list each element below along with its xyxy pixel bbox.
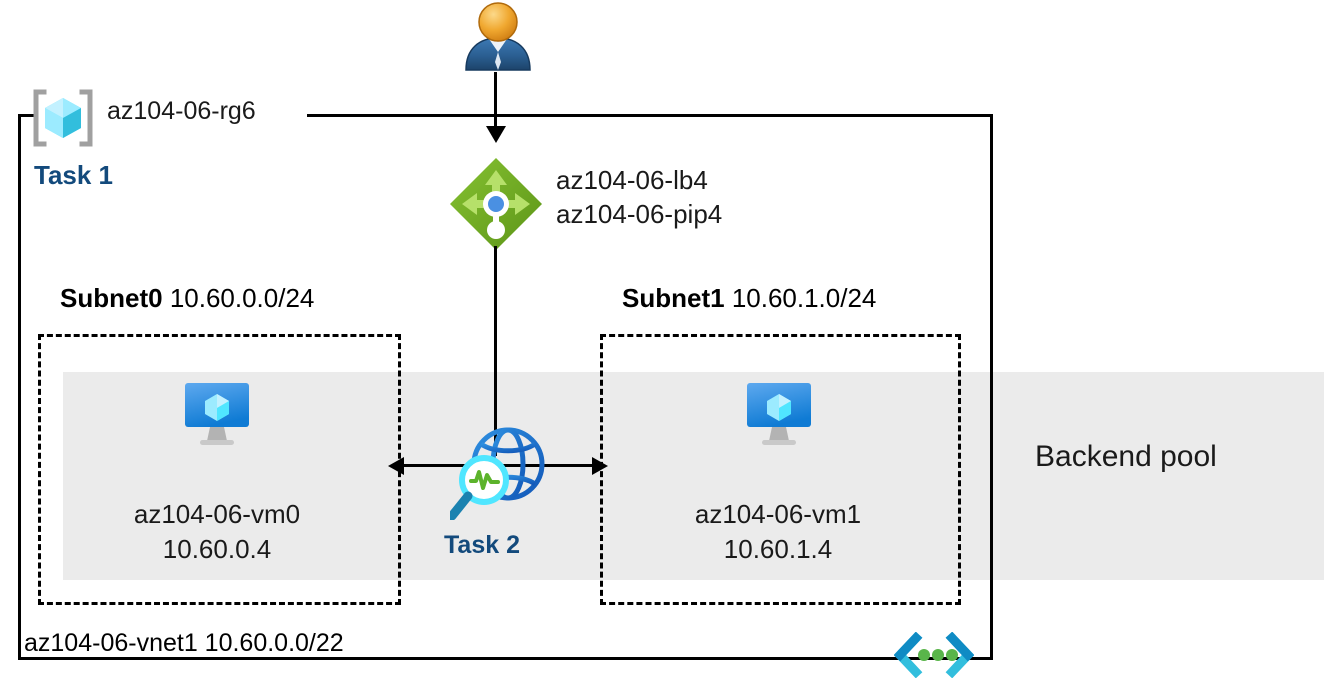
arrow-user-to-loadbalancer-line	[494, 72, 497, 128]
line-loadbalancer-to-networkwatcher	[494, 246, 497, 456]
virtual-network-label: az104-06-vnet1 10.60.0.0/22	[24, 629, 344, 657]
backend-pool-label: Backend pool	[1035, 440, 1217, 473]
task-1-label: Task 1	[34, 160, 114, 190]
subnet-1-name: Subnet1	[622, 283, 725, 313]
task-2-label: Task 2	[444, 531, 520, 559]
load-balancer-names: az104-06-lb4 az104-06-pip4	[556, 163, 722, 232]
subnet-0-title: Subnet0 10.60.0.0/24	[60, 283, 314, 314]
virtual-machine-0-label: az104-06-vm0 10.60.0.4	[67, 497, 367, 567]
resource-group-border-right	[990, 114, 993, 660]
virtual-network-icon	[893, 631, 975, 679]
virtual-machine-0-ip: 10.60.0.4	[162, 534, 272, 565]
user-icon	[458, 0, 538, 72]
subnet-0-cidr: 10.60.0.0/24	[169, 283, 315, 313]
subnet-0-name: Subnet0	[60, 283, 163, 313]
resource-group-icon	[30, 88, 96, 148]
backend-pool-band	[63, 372, 1324, 580]
virtual-machine-1-icon	[742, 381, 816, 447]
virtual-machine-0-icon	[180, 381, 254, 447]
virtual-machine-1-ip: 10.60.1.4	[723, 534, 833, 565]
resource-group-name: az104-06-rg6	[107, 97, 256, 125]
subnet-1-title: Subnet1 10.60.1.0/24	[622, 283, 876, 314]
arrow-between-subnets-head-left	[388, 457, 404, 475]
resource-group-border-top-right	[307, 114, 993, 117]
virtual-machine-1-name: az104-06-vm1	[694, 499, 862, 529]
resource-group-border-top-left	[18, 114, 36, 117]
virtual-machine-0-name: az104-06-vm0	[133, 499, 301, 529]
load-balancer-name: az104-06-lb4	[556, 165, 708, 195]
virtual-machine-1-label: az104-06-vm1 10.60.1.4	[628, 497, 928, 567]
resource-group-border-bottom	[18, 657, 993, 660]
network-watcher-icon	[447, 420, 550, 521]
arrow-user-to-loadbalancer-head	[486, 126, 506, 143]
load-balancer-icon	[448, 156, 544, 252]
public-ip-name: az104-06-pip4	[556, 199, 723, 230]
arrow-between-subnets-head-right	[592, 457, 608, 475]
subnet-1-cidr: 10.60.1.0/24	[731, 283, 877, 313]
resource-group-border-left	[18, 114, 21, 660]
